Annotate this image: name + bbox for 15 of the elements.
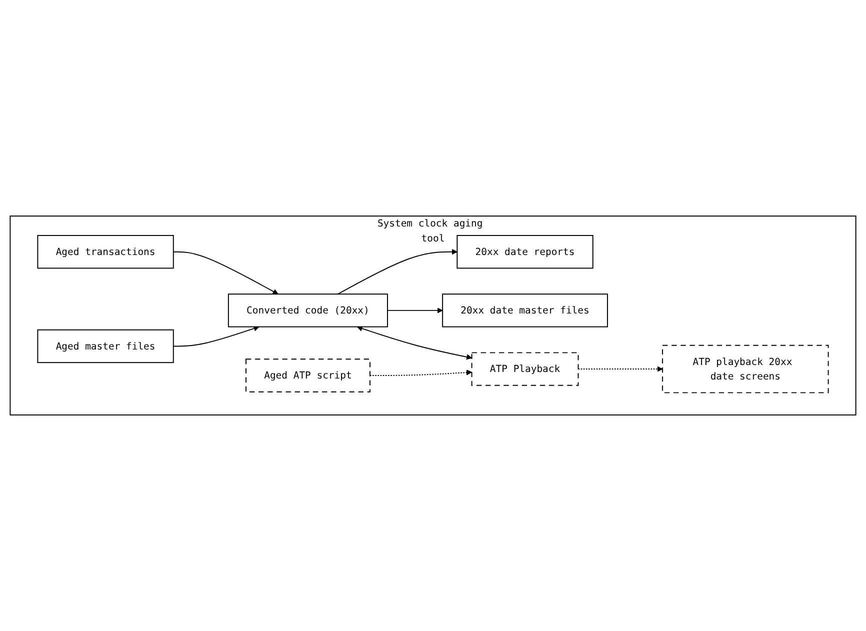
node-box: Aged transactions: [37, 235, 174, 269]
arrow: [337, 248, 458, 295]
arrow: [356, 326, 472, 360]
arrow: [387, 308, 443, 314]
arrow: [172, 326, 260, 347]
arrow: [578, 366, 663, 372]
node-box: Aged ATP script: [245, 358, 370, 392]
node-box: ATP Playback: [471, 352, 579, 386]
node-box: Aged master files: [37, 329, 174, 364]
arrow: [172, 251, 278, 294]
node-box: 20xx date master files: [442, 294, 608, 328]
node-box: 20xx date reports: [456, 235, 594, 269]
node-box: ATP playback 20xx date screens: [662, 344, 829, 394]
arrow: [369, 370, 472, 376]
node-box: Converted code (20xx): [228, 294, 388, 328]
